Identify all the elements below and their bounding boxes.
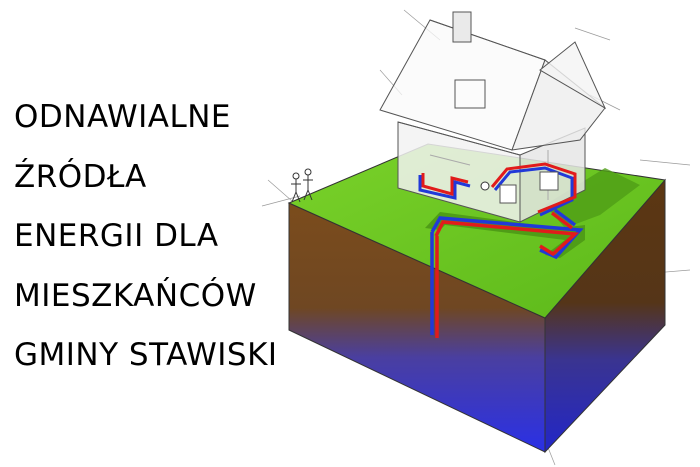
- title-line-1: ODNAWIALNE: [14, 99, 232, 135]
- ground-loop: [425, 208, 585, 338]
- title-line-5: GMINY STAWISKI: [14, 337, 278, 373]
- title-block: ODNAWIALNE ŹRÓDŁA ENERGII DLA MIESZKAŃCÓ…: [14, 88, 304, 386]
- indoor-heating-loop: [418, 162, 577, 217]
- title-line-4: MIESZKAŃCÓW: [14, 277, 257, 314]
- house-shadow: [545, 168, 640, 228]
- title-line-2: ŹRÓDŁA: [14, 158, 147, 195]
- people-figures: [291, 168, 313, 203]
- house: [379, 11, 607, 223]
- title-line-3: ENERGII DLA: [14, 218, 219, 254]
